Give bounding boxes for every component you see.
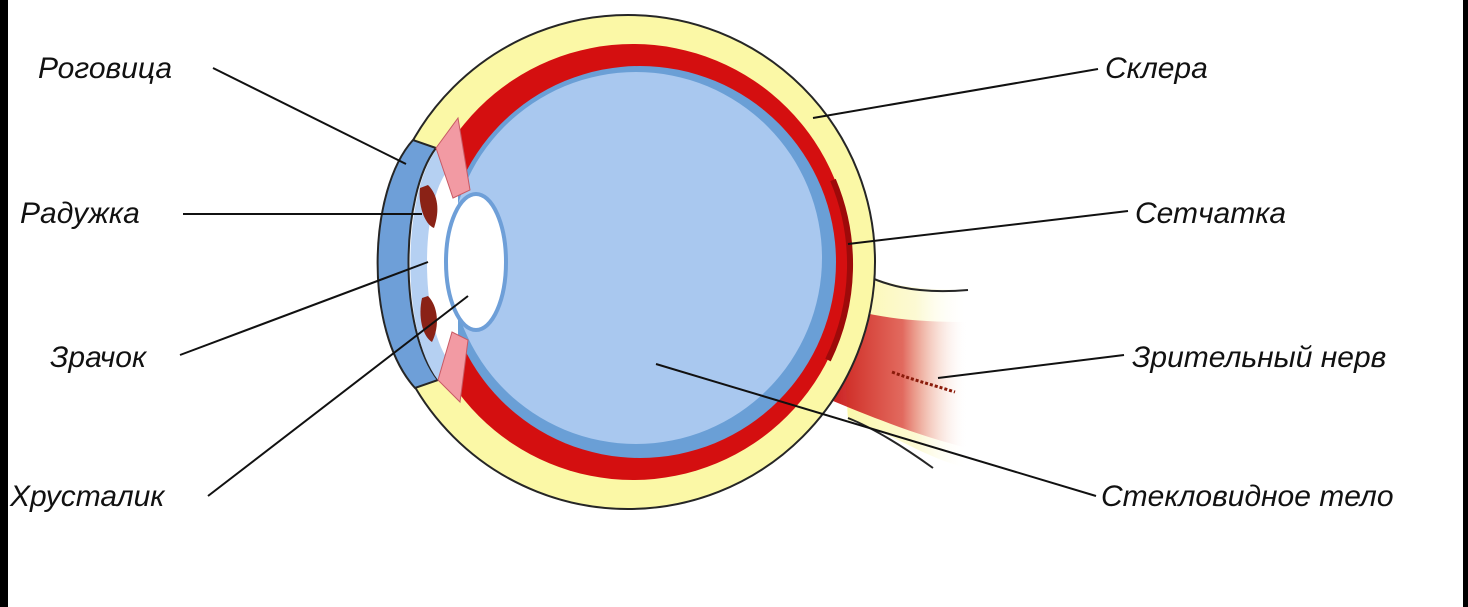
leader-line-retina — [848, 211, 1128, 244]
label-iris: Радужка — [20, 196, 140, 232]
label-pupil: Зрачок — [50, 340, 146, 376]
label-cornea: Роговица — [38, 51, 172, 87]
label-lens: Хрусталик — [10, 479, 164, 515]
eye-diagram — [8, 0, 1463, 607]
label-retina: Сетчатка — [1135, 196, 1286, 232]
lens — [446, 194, 506, 330]
leader-line-cornea — [213, 68, 406, 164]
diagram-canvas: Роговица Радужка Зрачок Хрусталик Склера… — [8, 0, 1463, 607]
label-optic-nerve: Зрительный нерв — [1132, 340, 1386, 376]
label-sclera: Склера — [1105, 51, 1208, 87]
leader-line-sclera — [813, 69, 1098, 118]
label-vitreous-body: Стекловидное тело — [1101, 479, 1394, 515]
